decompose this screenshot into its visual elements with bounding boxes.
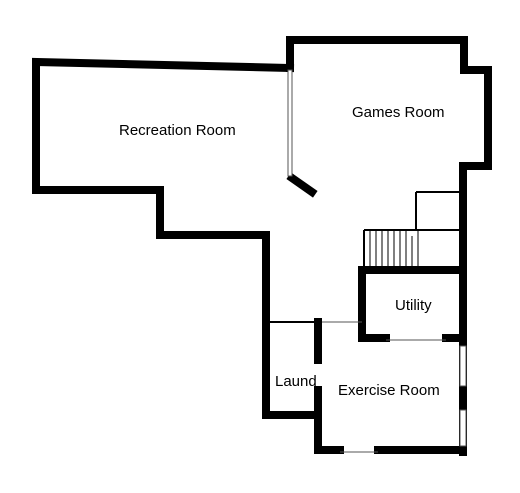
room-label-exercise: Exercise Room	[338, 382, 440, 399]
room-label-recreation: Recreation Room	[119, 122, 236, 139]
exercise-window-upper	[459, 345, 467, 387]
room-label-laundry: Laund	[275, 373, 317, 390]
glass-partition	[287, 69, 293, 177]
exercise-window-lower	[459, 409, 467, 447]
utility-wall	[358, 266, 467, 342]
games-angled-wall	[286, 172, 318, 198]
room-label-games: Games Room	[352, 104, 445, 121]
stairs	[369, 230, 419, 268]
outer-wall-main	[32, 57, 322, 454]
room-label-utility: Utility	[395, 297, 432, 314]
outer-wall-games	[286, 36, 492, 274]
